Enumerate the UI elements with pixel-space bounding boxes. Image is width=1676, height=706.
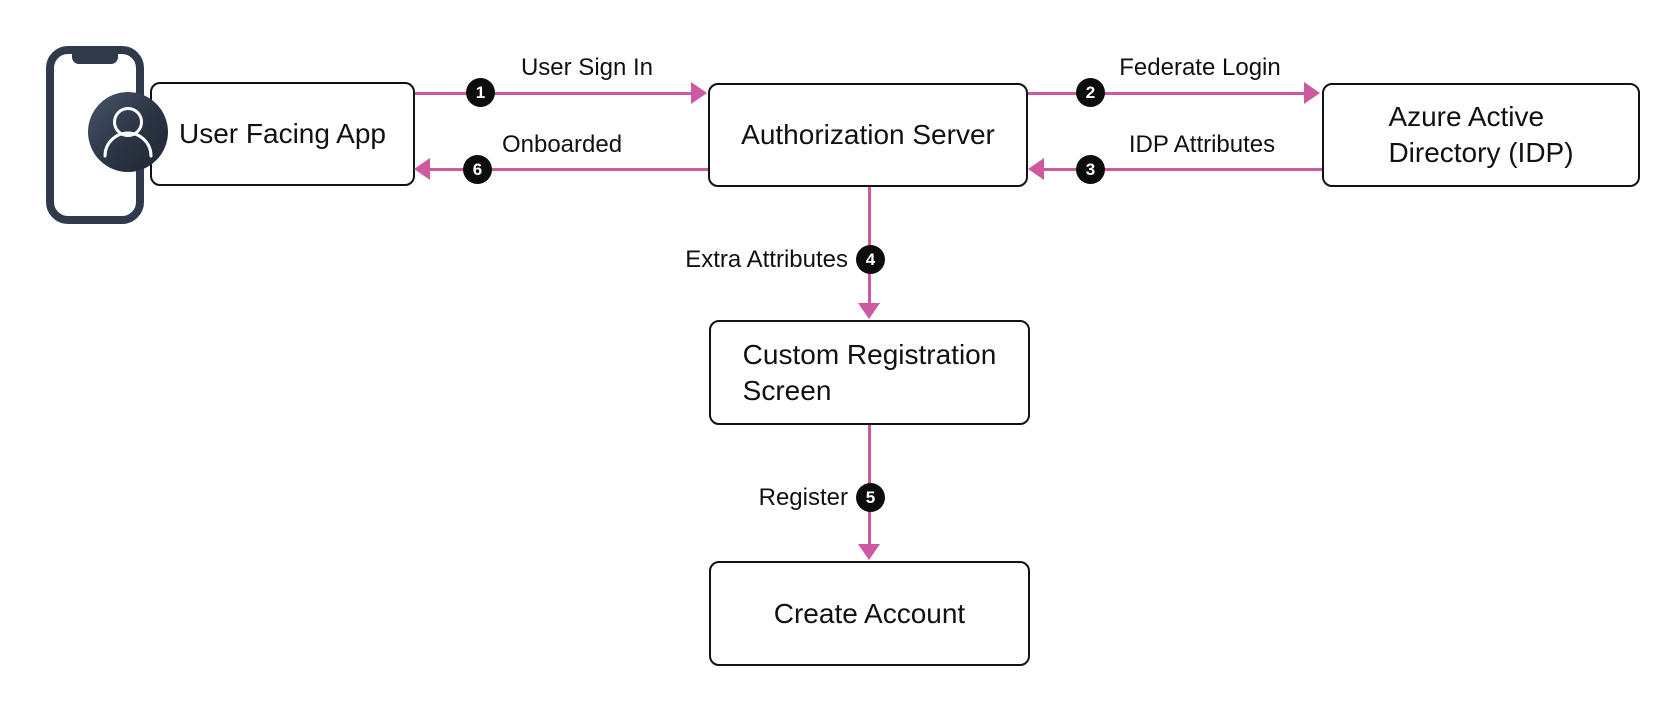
node-azure-active-directory: Azure Active Directory (IDP) [1322, 83, 1640, 187]
node-azure-active-directory-label: Azure Active Directory (IDP) [1388, 101, 1574, 168]
step-badge-6: 6 [463, 155, 492, 184]
edge-federate-login-line [1028, 92, 1306, 95]
user-avatar-icon [88, 92, 168, 172]
arrowhead-right-icon [1304, 82, 1320, 104]
node-authorization-server-label: Authorization Server [741, 119, 995, 150]
edge-idp-attributes-line [1044, 168, 1322, 171]
node-custom-registration-screen: Custom Registration Screen [709, 320, 1030, 425]
edge-user-sign-in-line [415, 92, 693, 95]
step-badge-5: 5 [856, 483, 885, 512]
edge-onboarded-line [430, 168, 708, 171]
node-custom-registration-screen-label: Custom Registration Screen [742, 338, 997, 406]
phone-notch [72, 53, 118, 64]
node-user-facing-app: User Facing App [150, 82, 415, 186]
edge-register-label: Register [758, 484, 848, 511]
edge-onboarded-label: Onboarded [501, 131, 623, 158]
edge-idp-attributes-label: IDP Attributes [1128, 131, 1276, 158]
step-badge-2: 2 [1076, 78, 1105, 107]
step-badge-4: 4 [856, 245, 885, 274]
edge-extra-attributes-label: Extra Attributes [685, 246, 848, 273]
arrowhead-down-icon [858, 544, 880, 560]
node-authorization-server: Authorization Server [708, 83, 1028, 187]
arrowhead-down-icon [858, 303, 880, 319]
step-badge-1: 1 [466, 78, 495, 107]
step-badge-3: 3 [1076, 155, 1105, 184]
node-create-account-label: Create Account [773, 597, 966, 629]
edge-federate-login-label: Federate Login [1119, 54, 1281, 81]
arrowhead-left-icon [1028, 158, 1044, 180]
arrowhead-right-icon [691, 82, 707, 104]
node-create-account: Create Account [709, 561, 1030, 666]
node-user-facing-app-label: User Facing App [179, 118, 386, 149]
edge-user-sign-in-label: User Sign In [520, 54, 654, 81]
arrowhead-left-icon [414, 158, 430, 180]
